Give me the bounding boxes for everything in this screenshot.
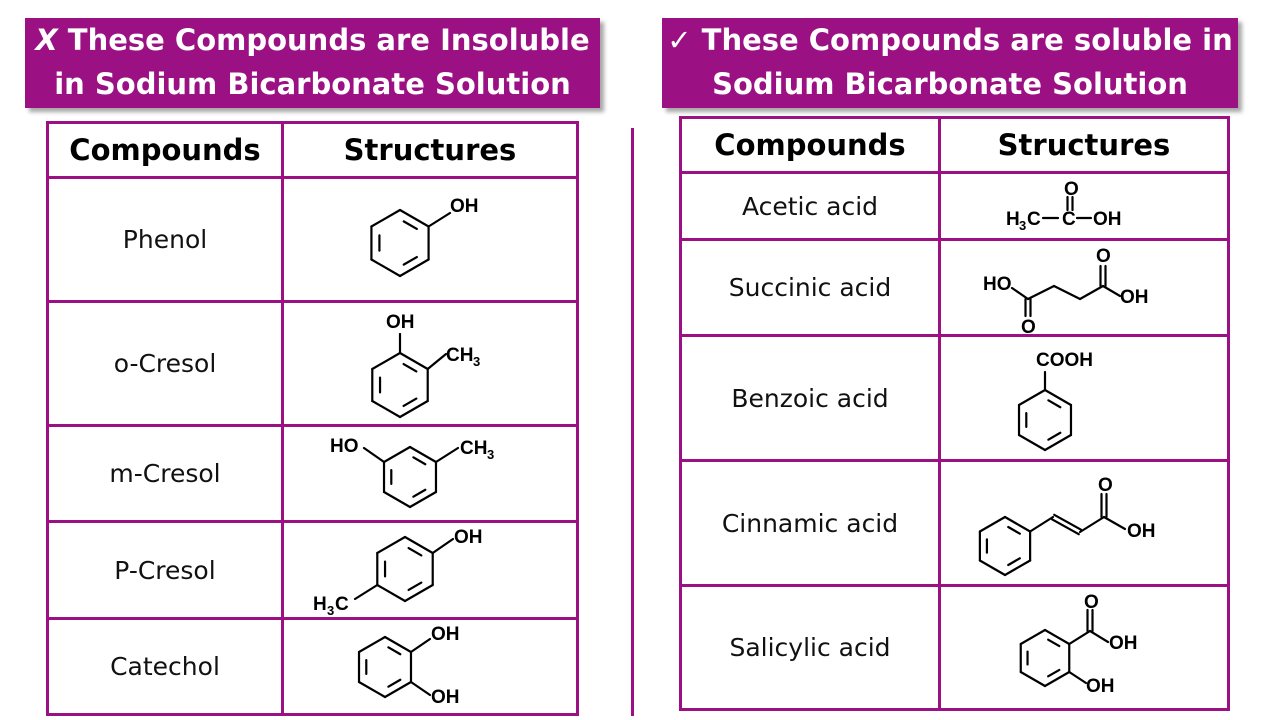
header-compounds: Compounds [46,121,284,179]
atom-label: OH [454,527,483,548]
atom-label: OH [1127,521,1156,542]
atom-label: OH [450,196,479,217]
compound-name: Catechol [46,617,284,716]
phenol-structure: OH [370,196,479,278]
compound-name: Benzoic acid [679,334,941,462]
atom-label: H [1006,209,1020,230]
salicylic-acid-structure: O OH OH [1019,592,1138,697]
table-row: Benzoic acid [679,334,1230,462]
structure-cell [938,584,1230,711]
table-row: Cinnamic acid [679,459,1230,587]
compound-name: m-Cresol [46,424,284,523]
structure-cell [281,424,579,523]
insoluble-banner: X These Compounds are Insoluble in Sodiu… [25,18,600,108]
atom-label: OH [1093,209,1122,230]
compound-name: Cinnamic acid [679,459,941,587]
soluble-banner: ✓ These Compounds are soluble in Sodium … [662,18,1238,108]
table-row: Phenol [46,176,579,303]
compound-name: Phenol [46,176,284,303]
table-row: Succinic acid [679,238,1230,337]
structure-cell [281,176,579,303]
table-row: o-Cresol [46,300,579,427]
atom-label: 3 [1019,218,1026,233]
atom-label: C [335,594,349,615]
check-icon: ✓ [667,23,692,57]
atom-label: 3 [473,354,480,369]
table-row: Salicylic acid [679,584,1230,711]
banner-line: in Sodium Bicarbonate Solution [54,67,571,101]
atom-label: C [1027,209,1041,230]
atom-label: O [1096,246,1111,267]
atom-label: OH [431,624,460,645]
header-structures: Structures [281,121,579,179]
atom-label: OH [431,687,460,708]
atom-label: 3 [327,603,334,618]
atom-label: C [1062,209,1076,230]
succinic-acid-structure: HO OH O O [983,246,1149,338]
structure-cell [938,171,1230,241]
table-row: m-Cresol [46,424,579,523]
atom-label: O [1064,179,1079,200]
atom-label: O [1021,317,1036,338]
compound-name: o-Cresol [46,300,284,427]
benzoic-acid-structure: COOH [1017,350,1093,452]
atom-label: CH [460,438,487,459]
catechol-structure: OH OH [357,624,460,708]
atom-label: 3 [487,447,494,462]
banner-line: Sodium Bicarbonate Solution [712,67,1188,101]
atom-label: OH [386,312,415,333]
structure-cell [938,334,1230,462]
structure-cell [281,520,579,620]
structure-cell [281,300,579,427]
atom-label: H [313,594,327,615]
banner-line: These Compounds are Insoluble [67,23,590,57]
compound-name: P-Cresol [46,520,284,620]
divider [631,128,634,716]
structure-cell [281,617,579,716]
compound-name: Succinic acid [679,238,941,337]
table-row: P-Cresol [46,520,579,620]
header-compounds: Compounds [679,116,941,174]
cross-icon: X [35,23,58,57]
atom-label: O [1098,475,1113,496]
cinnamic-acid-structure: O OH [978,475,1156,577]
structure-cell [938,238,1230,337]
atom-label: COOH [1036,350,1093,371]
atom-label: OH [1109,633,1138,654]
atom-label: O [1084,592,1099,613]
header-structures: Structures [938,116,1230,174]
atom-label: HO [983,274,1012,295]
table-row: Catechol [46,617,579,716]
banner-line: These Compounds are soluble in [701,23,1233,57]
atom-label: OH [1086,676,1115,697]
compound-name: Acetic acid [679,171,941,241]
compound-name: Salicylic acid [679,584,941,711]
atom-label: CH [446,345,473,366]
table-row: Acetic acid [679,171,1230,241]
atom-label: HO [330,436,359,457]
atom-label: OH [1120,287,1149,308]
